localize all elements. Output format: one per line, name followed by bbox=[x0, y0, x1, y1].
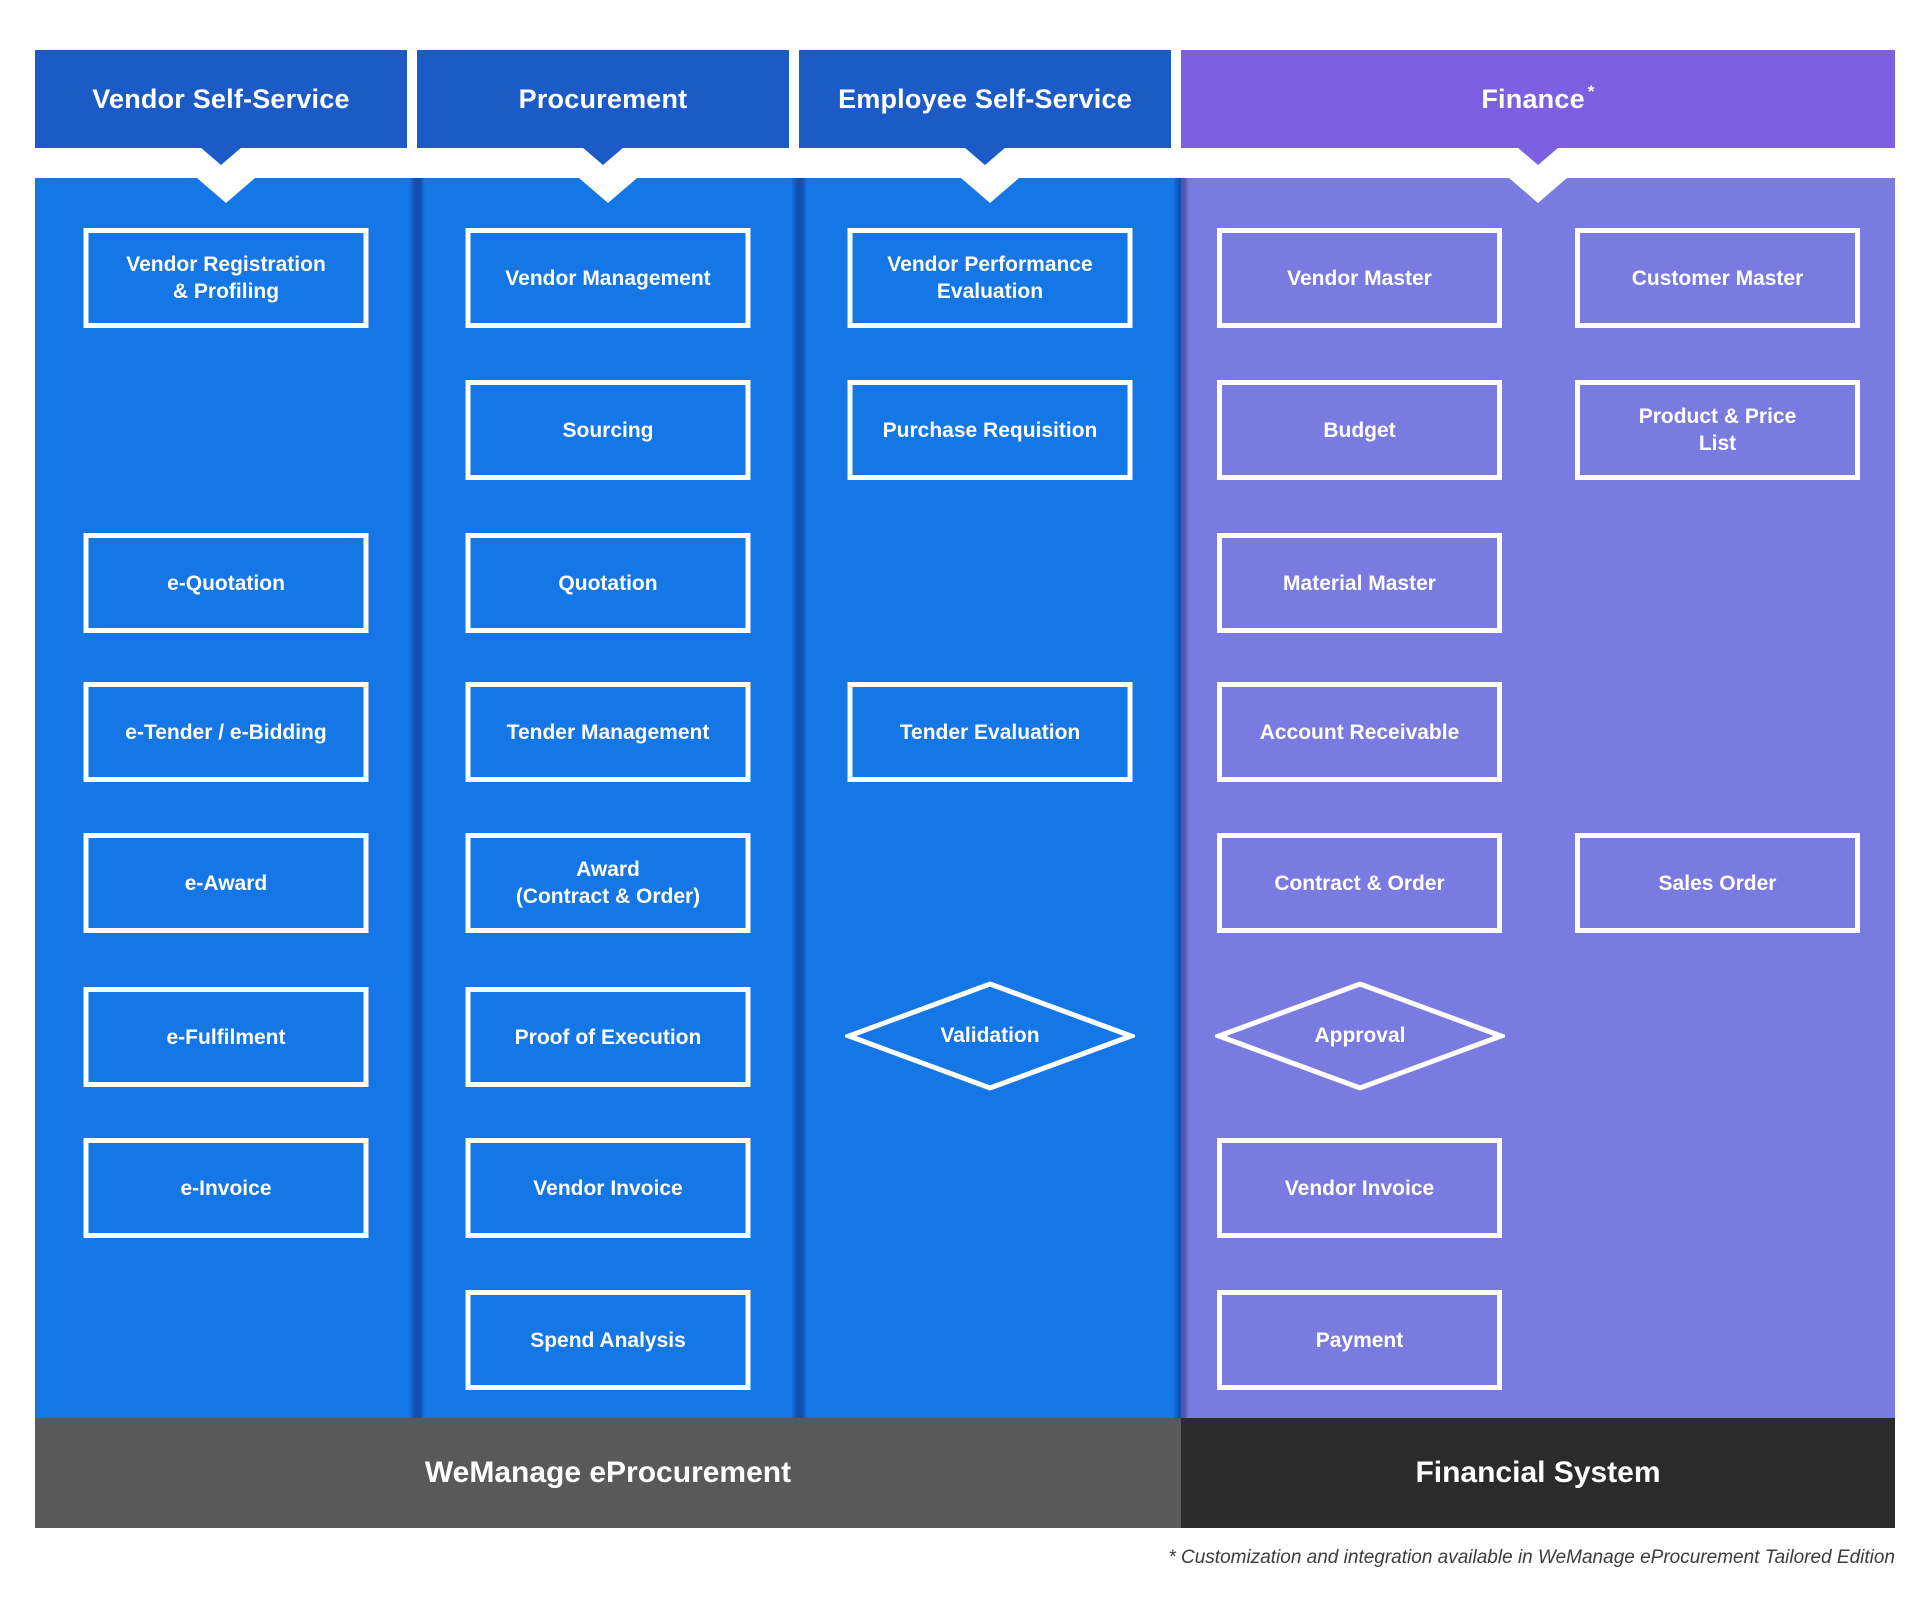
box-e-fulfilment: e-Fulfilment bbox=[83, 987, 369, 1087]
column-header-finance: Finance* bbox=[1181, 50, 1895, 165]
box-tender-evaluation: Tender Evaluation bbox=[847, 682, 1133, 782]
box-vendor-invoice-finance: Vendor Invoice bbox=[1217, 1138, 1502, 1238]
column-divider-shadow bbox=[1173, 178, 1189, 1418]
column-header-employee-self-service: Employee Self-Service bbox=[799, 50, 1171, 165]
box-e-award: e-Award bbox=[83, 833, 369, 933]
diamond-outline-icon bbox=[845, 981, 1135, 1091]
box-sales-order: Sales Order bbox=[1575, 833, 1860, 933]
box-vendor-performance-evaluation: Vendor Performance Evaluation bbox=[847, 228, 1133, 328]
box-tender-management: Tender Management bbox=[465, 682, 751, 782]
box-product-price-list: Product & Price List bbox=[1575, 380, 1860, 480]
box-vendor-invoice-procurement: Vendor Invoice bbox=[465, 1138, 751, 1238]
box-vendor-master: Vendor Master bbox=[1217, 228, 1502, 328]
box-payment: Payment bbox=[1217, 1290, 1502, 1390]
box-spend-analysis: Spend Analysis bbox=[465, 1290, 751, 1390]
box-sourcing: Sourcing bbox=[465, 380, 751, 480]
box-vendor-management: Vendor Management bbox=[465, 228, 751, 328]
column-header-label: Employee Self-Service bbox=[838, 83, 1132, 114]
diamond-validation: Validation bbox=[845, 980, 1135, 1092]
box-quotation: Quotation bbox=[465, 533, 751, 633]
column-header-label: Finance* bbox=[1481, 81, 1595, 115]
header-arrow-down-icon bbox=[582, 147, 624, 165]
finance-label: Finance bbox=[1481, 83, 1585, 114]
column-notch bbox=[579, 178, 637, 203]
diamond-approval: Approval bbox=[1215, 980, 1505, 1092]
column-header-procurement: Procurement bbox=[417, 50, 789, 165]
column-finance: Vendor Master Budget Material Master Acc… bbox=[1181, 178, 1895, 1418]
column-notch bbox=[197, 178, 255, 203]
column-header-label: Procurement bbox=[518, 83, 688, 114]
column-notch bbox=[961, 178, 1019, 203]
footer-label: Financial System bbox=[1415, 1456, 1661, 1489]
footer-label: WeManage eProcurement bbox=[424, 1456, 792, 1489]
column-notch bbox=[1509, 178, 1567, 203]
column-header-vendor-self-service: Vendor Self-Service bbox=[35, 50, 407, 165]
footer-wemanage-eprocurement: WeManage eProcurement bbox=[35, 1418, 1181, 1528]
column-procurement: Vendor Management Sourcing Quotation Ten… bbox=[417, 178, 799, 1418]
column-employee-self-service: Vendor Performance Evaluation Purchase R… bbox=[799, 178, 1181, 1418]
box-e-quotation: e-Quotation bbox=[83, 533, 369, 633]
column-vendor-self-service: Vendor Registration & Profiling e-Quotat… bbox=[35, 178, 417, 1418]
box-vendor-registration-profiling: Vendor Registration & Profiling bbox=[83, 228, 369, 328]
column-divider-shadow bbox=[791, 178, 807, 1418]
footnote-customization: * Customization and integration availabl… bbox=[1168, 1547, 1895, 1568]
header-arrow-down-icon bbox=[964, 147, 1006, 165]
header-arrow-down-icon bbox=[1517, 147, 1559, 165]
finance-asterisk: * bbox=[1587, 81, 1595, 101]
box-e-invoice: e-Invoice bbox=[83, 1138, 369, 1238]
footer-financial-system: Financial System bbox=[1181, 1418, 1895, 1528]
header-arrow-down-icon bbox=[200, 147, 242, 165]
box-account-receivable: Account Receivable bbox=[1217, 682, 1502, 782]
box-purchase-requisition: Purchase Requisition bbox=[847, 380, 1133, 480]
column-header-label: Vendor Self-Service bbox=[92, 83, 350, 114]
box-material-master: Material Master bbox=[1217, 533, 1502, 633]
box-budget: Budget bbox=[1217, 380, 1502, 480]
diamond-outline-icon bbox=[1215, 981, 1505, 1091]
box-award-contract-order: Award (Contract & Order) bbox=[465, 833, 751, 933]
box-customer-master: Customer Master bbox=[1575, 228, 1860, 328]
box-e-tender-e-bidding: e-Tender / e-Bidding bbox=[83, 682, 369, 782]
box-proof-of-execution: Proof of Execution bbox=[465, 987, 751, 1087]
column-divider-shadow bbox=[409, 178, 425, 1418]
box-contract-order: Contract & Order bbox=[1217, 833, 1502, 933]
